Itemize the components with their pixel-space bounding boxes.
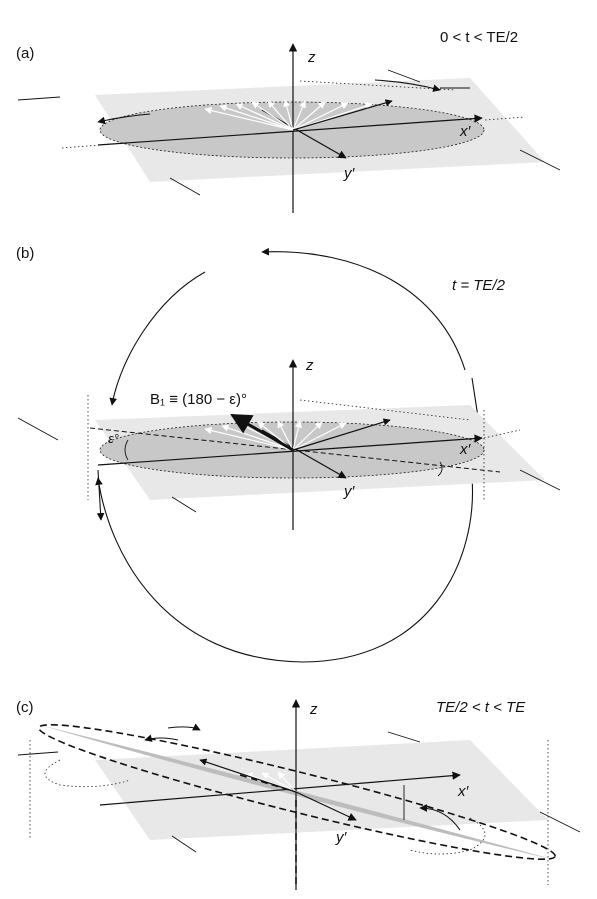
flip-arc-top-right-b [261, 247, 466, 371]
rotation-arrow-right-a [374, 79, 441, 92]
tilted-disc-outline-c [38, 723, 556, 861]
panel-a: (a) 0 < t < TE/2 z x′ y′ [16, 29, 561, 213]
y-axis-c [295, 791, 357, 821]
panel-b: (b) t = TE/2 z x′ y′ B₁ ≡ (180 − ε)° ε° [16, 245, 561, 663]
x-axis-b [97, 434, 483, 466]
panel-label-c: (c) [16, 699, 34, 716]
b1-pulse-label: B₁ ≡ (180 − ε)° [150, 391, 247, 408]
rotation-arrow-left-a [97, 113, 151, 125]
flip-arc-bottom-left-b [95, 477, 474, 663]
y-label-a: y′ [343, 165, 356, 182]
x-axis-c [99, 771, 461, 806]
epsilon-angle-label: ε° [108, 431, 119, 446]
transverse-plane-c [95, 740, 548, 840]
y-label-c: y′ [335, 829, 348, 846]
x-label-b: x′ [459, 441, 472, 458]
x-label-c: x′ [457, 783, 470, 800]
panel-c: (c) TE/2 < t < TE z x′ y′ [16, 699, 581, 890]
b1-pulse-vector [230, 413, 294, 452]
time-condition-b: t = TE/2 [452, 277, 506, 294]
y-label-b: y′ [343, 483, 356, 500]
panel-label-b: (b) [16, 245, 34, 262]
x-label-a: x′ [459, 123, 472, 140]
time-condition-a: 0 < t < TE/2 [440, 29, 518, 46]
z-label-a: z [307, 49, 316, 66]
x-axis-a [97, 114, 483, 146]
rotation-arrow-left-c [144, 734, 179, 742]
rotation-arrow-top-c [167, 723, 201, 731]
spin-vectors-a [204, 99, 393, 131]
flip-arc-top-b [109, 271, 206, 406]
rotation-arrow-right-c [419, 804, 461, 831]
time-condition-c: TE/2 < t < TE [436, 699, 526, 716]
y-axis-b [261, 429, 347, 479]
spin-vectors-c [199, 758, 297, 793]
panel-label-a: (a) [16, 45, 34, 62]
z-label-c: z [309, 701, 318, 718]
z-label-b: z [305, 357, 314, 374]
